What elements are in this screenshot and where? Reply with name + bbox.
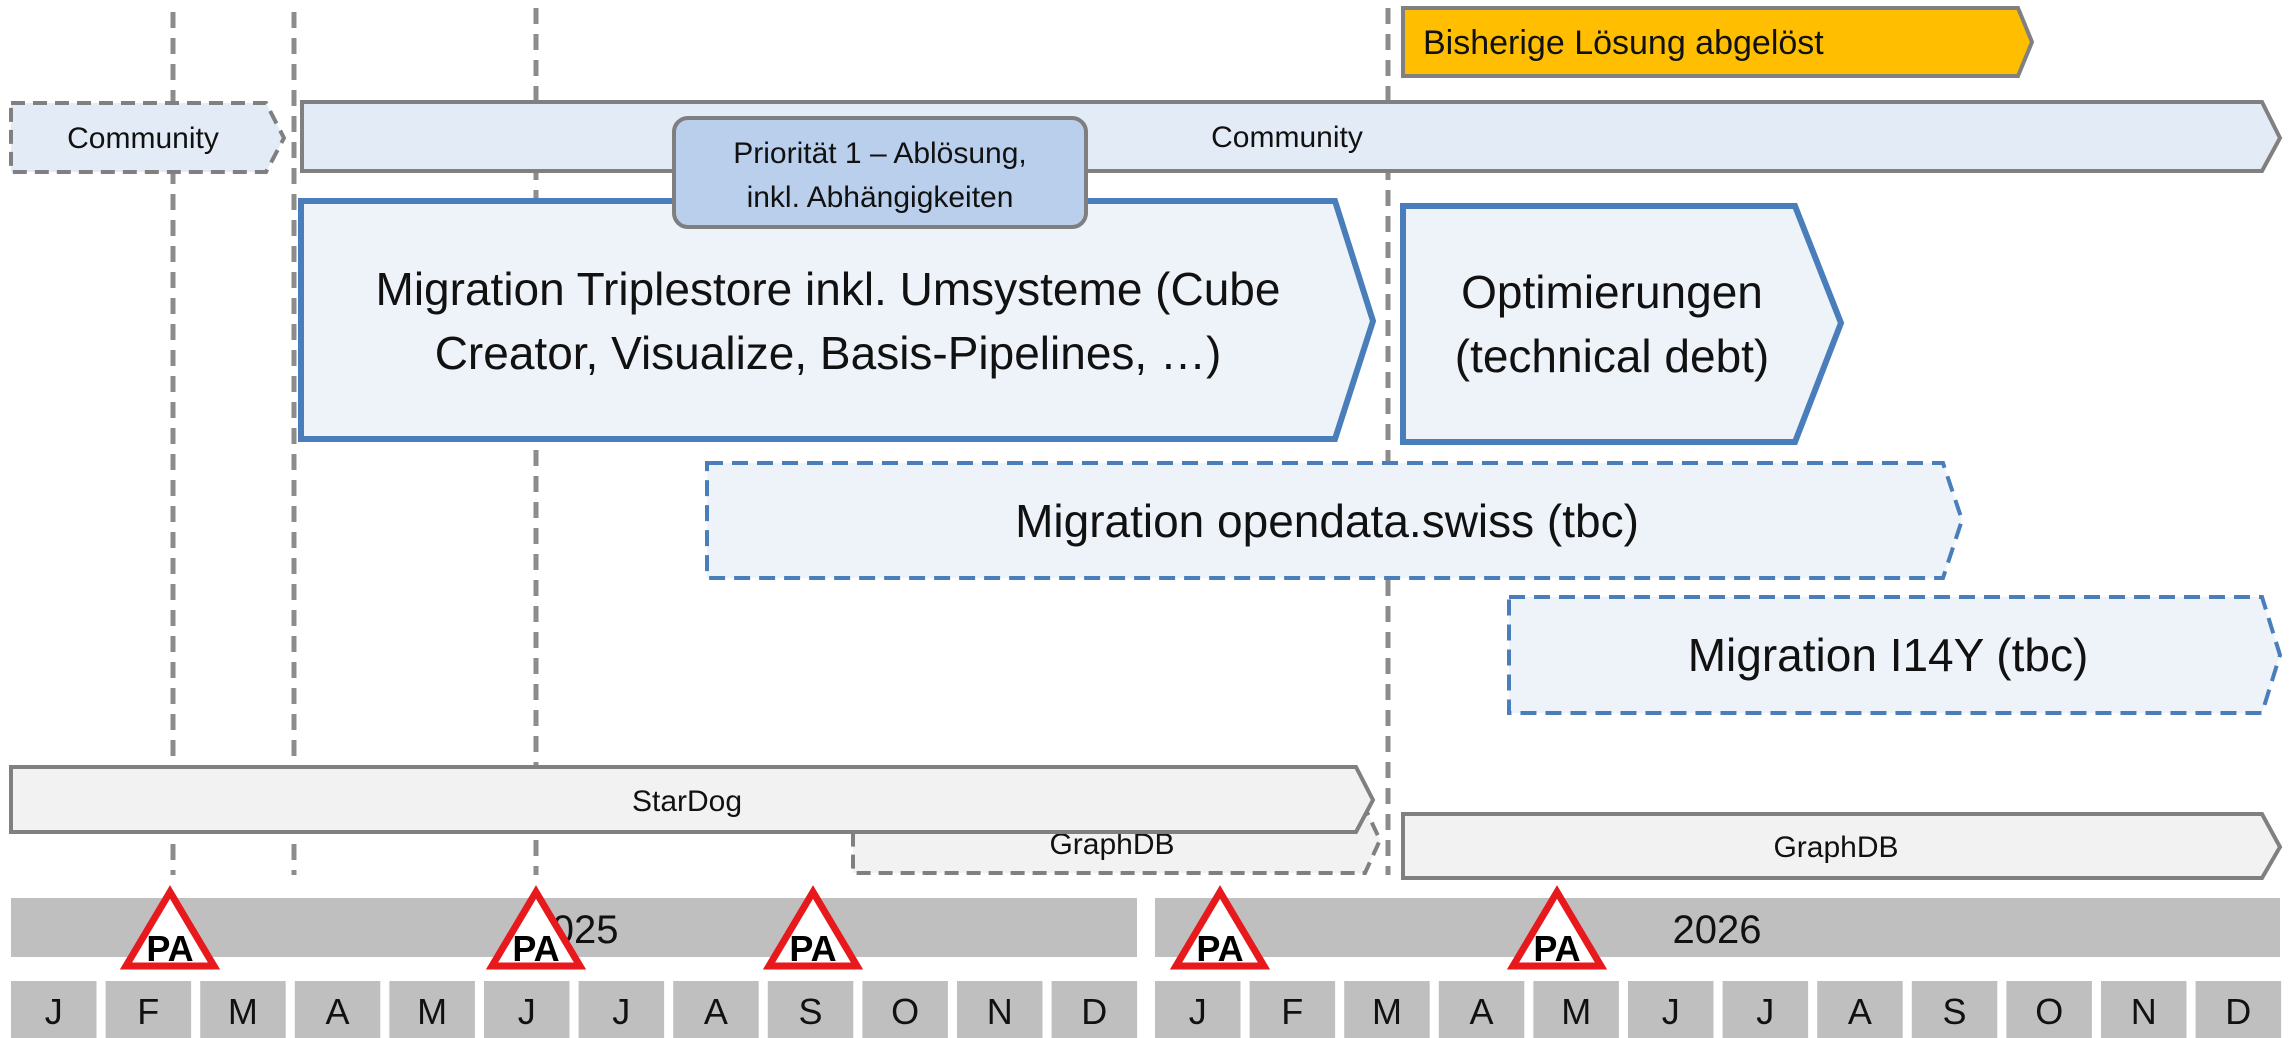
month-label: D xyxy=(2225,991,2251,1032)
month-cell xyxy=(1817,981,1903,1038)
stardog-bar: StarDog xyxy=(9,765,1376,834)
community-small-label: Community xyxy=(67,122,219,155)
migration-opendata-bar: Migration opendata.swiss (tbc) xyxy=(705,461,1965,580)
migration-i14y-label: Migration I14Y (tbc) xyxy=(1688,629,2089,681)
month-label: A xyxy=(1469,991,1493,1032)
month-cell xyxy=(862,981,948,1038)
pa-marker-feb-2025: PA xyxy=(119,885,221,970)
month-label: O xyxy=(891,991,919,1032)
prioritaet-label-line1: Priorität 1 – Ablösung, xyxy=(733,137,1027,170)
community-main-bar: Community xyxy=(300,100,2283,173)
month-cell xyxy=(11,981,97,1038)
month-label: M xyxy=(417,991,447,1032)
month-label: O xyxy=(2035,991,2063,1032)
month-cell xyxy=(1722,981,1809,1038)
month-label: J xyxy=(1756,991,1774,1032)
month-label: F xyxy=(137,991,159,1032)
pa-marker-label: PA xyxy=(789,928,836,969)
month-label: J xyxy=(518,991,536,1032)
month-cell xyxy=(2101,981,2187,1038)
pa-marker-may-2026: PA xyxy=(1506,885,1608,970)
month-cell xyxy=(767,981,854,1038)
graphdb-solid-bar: GraphDB xyxy=(1401,812,2283,880)
month-label: A xyxy=(704,991,728,1032)
pa-marker-jun-2025: PA xyxy=(485,885,587,970)
month-cell xyxy=(484,981,570,1038)
bisherige-loesung-label: Bisherige Lösung abgelöst xyxy=(1423,24,1824,62)
pa-marker-sep-2025: PA xyxy=(762,885,864,970)
month-label: A xyxy=(1848,991,1872,1032)
month-cell xyxy=(389,981,475,1038)
month-cell xyxy=(673,981,759,1038)
month-cell xyxy=(1911,981,1998,1038)
month-cell xyxy=(1533,981,1619,1038)
pa-markers: PA PA PA PA PA xyxy=(119,885,1608,970)
graphdb-solid-label: GraphDB xyxy=(1773,831,1898,864)
month-label: M xyxy=(228,991,258,1032)
month-label: N xyxy=(2131,991,2157,1032)
month-label: M xyxy=(1372,991,1402,1032)
community-main-label: Community xyxy=(1211,121,1363,154)
pa-marker-label: PA xyxy=(1196,928,1243,969)
migration-triplestore-bar: Migration Triplestore inkl. Umsysteme (C… xyxy=(298,198,1377,442)
pa-marker-label: PA xyxy=(146,928,193,969)
optimierungen-bar: Optimierungen (technical debt) xyxy=(1400,203,1845,445)
month-cell xyxy=(1249,981,1336,1038)
month-label: S xyxy=(1942,991,1966,1032)
month-cell xyxy=(2195,981,2282,1038)
prioritaet-label-line2: inkl. Abhängigkeiten xyxy=(747,181,1014,214)
prioritaet-callout: Priorität 1 – Ablösung, inkl. Abhängigke… xyxy=(672,116,1088,229)
month-cell xyxy=(294,981,381,1038)
bisherige-loesung-bar: Bisherige Lösung abgelöst xyxy=(1401,6,2035,78)
month-label: D xyxy=(1081,991,1107,1032)
year-label-2026: 2026 xyxy=(1673,908,1762,952)
month-cell xyxy=(1344,981,1430,1038)
stardog-label: StarDog xyxy=(632,785,742,818)
pa-marker-label: PA xyxy=(1533,928,1580,969)
month-label: M xyxy=(1561,991,1591,1032)
month-label: J xyxy=(612,991,630,1032)
month-label: J xyxy=(1189,991,1207,1032)
year-bar-2026 xyxy=(1155,898,2280,957)
month-label: N xyxy=(987,991,1013,1032)
month-label: F xyxy=(1281,991,1303,1032)
migration-triplestore-label-line1: Migration Triplestore inkl. Umsysteme (C… xyxy=(376,263,1281,315)
month-cell xyxy=(1628,981,1714,1038)
month-cell xyxy=(1051,981,1138,1038)
month-label: J xyxy=(1662,991,1680,1032)
month-label: J xyxy=(45,991,63,1032)
pa-marker-label: PA xyxy=(512,928,559,969)
month-cell xyxy=(1155,981,1241,1038)
month-cell xyxy=(578,981,665,1038)
month-label: A xyxy=(325,991,349,1032)
migration-triplestore-label-line2: Creator, Visualize, Basis-Pipelines, …) xyxy=(435,327,1222,379)
month-cell xyxy=(2006,981,2092,1038)
migration-opendata-label: Migration opendata.swiss (tbc) xyxy=(1015,495,1639,547)
optimierungen-label-line1: Optimierungen xyxy=(1461,266,1763,318)
year-axis: 2025 2026 xyxy=(11,898,2280,957)
month-label: S xyxy=(798,991,822,1032)
month-cell xyxy=(957,981,1043,1038)
optimierungen-label-line2: (technical debt) xyxy=(1455,330,1770,382)
community-small-bar: Community xyxy=(9,101,287,174)
pa-marker-jan-2026: PA xyxy=(1169,885,1271,970)
month-cell xyxy=(200,981,286,1038)
migration-i14y-bar: Migration I14Y (tbc) xyxy=(1507,595,2283,715)
month-cell xyxy=(1438,981,1525,1038)
month-cell xyxy=(105,981,192,1038)
